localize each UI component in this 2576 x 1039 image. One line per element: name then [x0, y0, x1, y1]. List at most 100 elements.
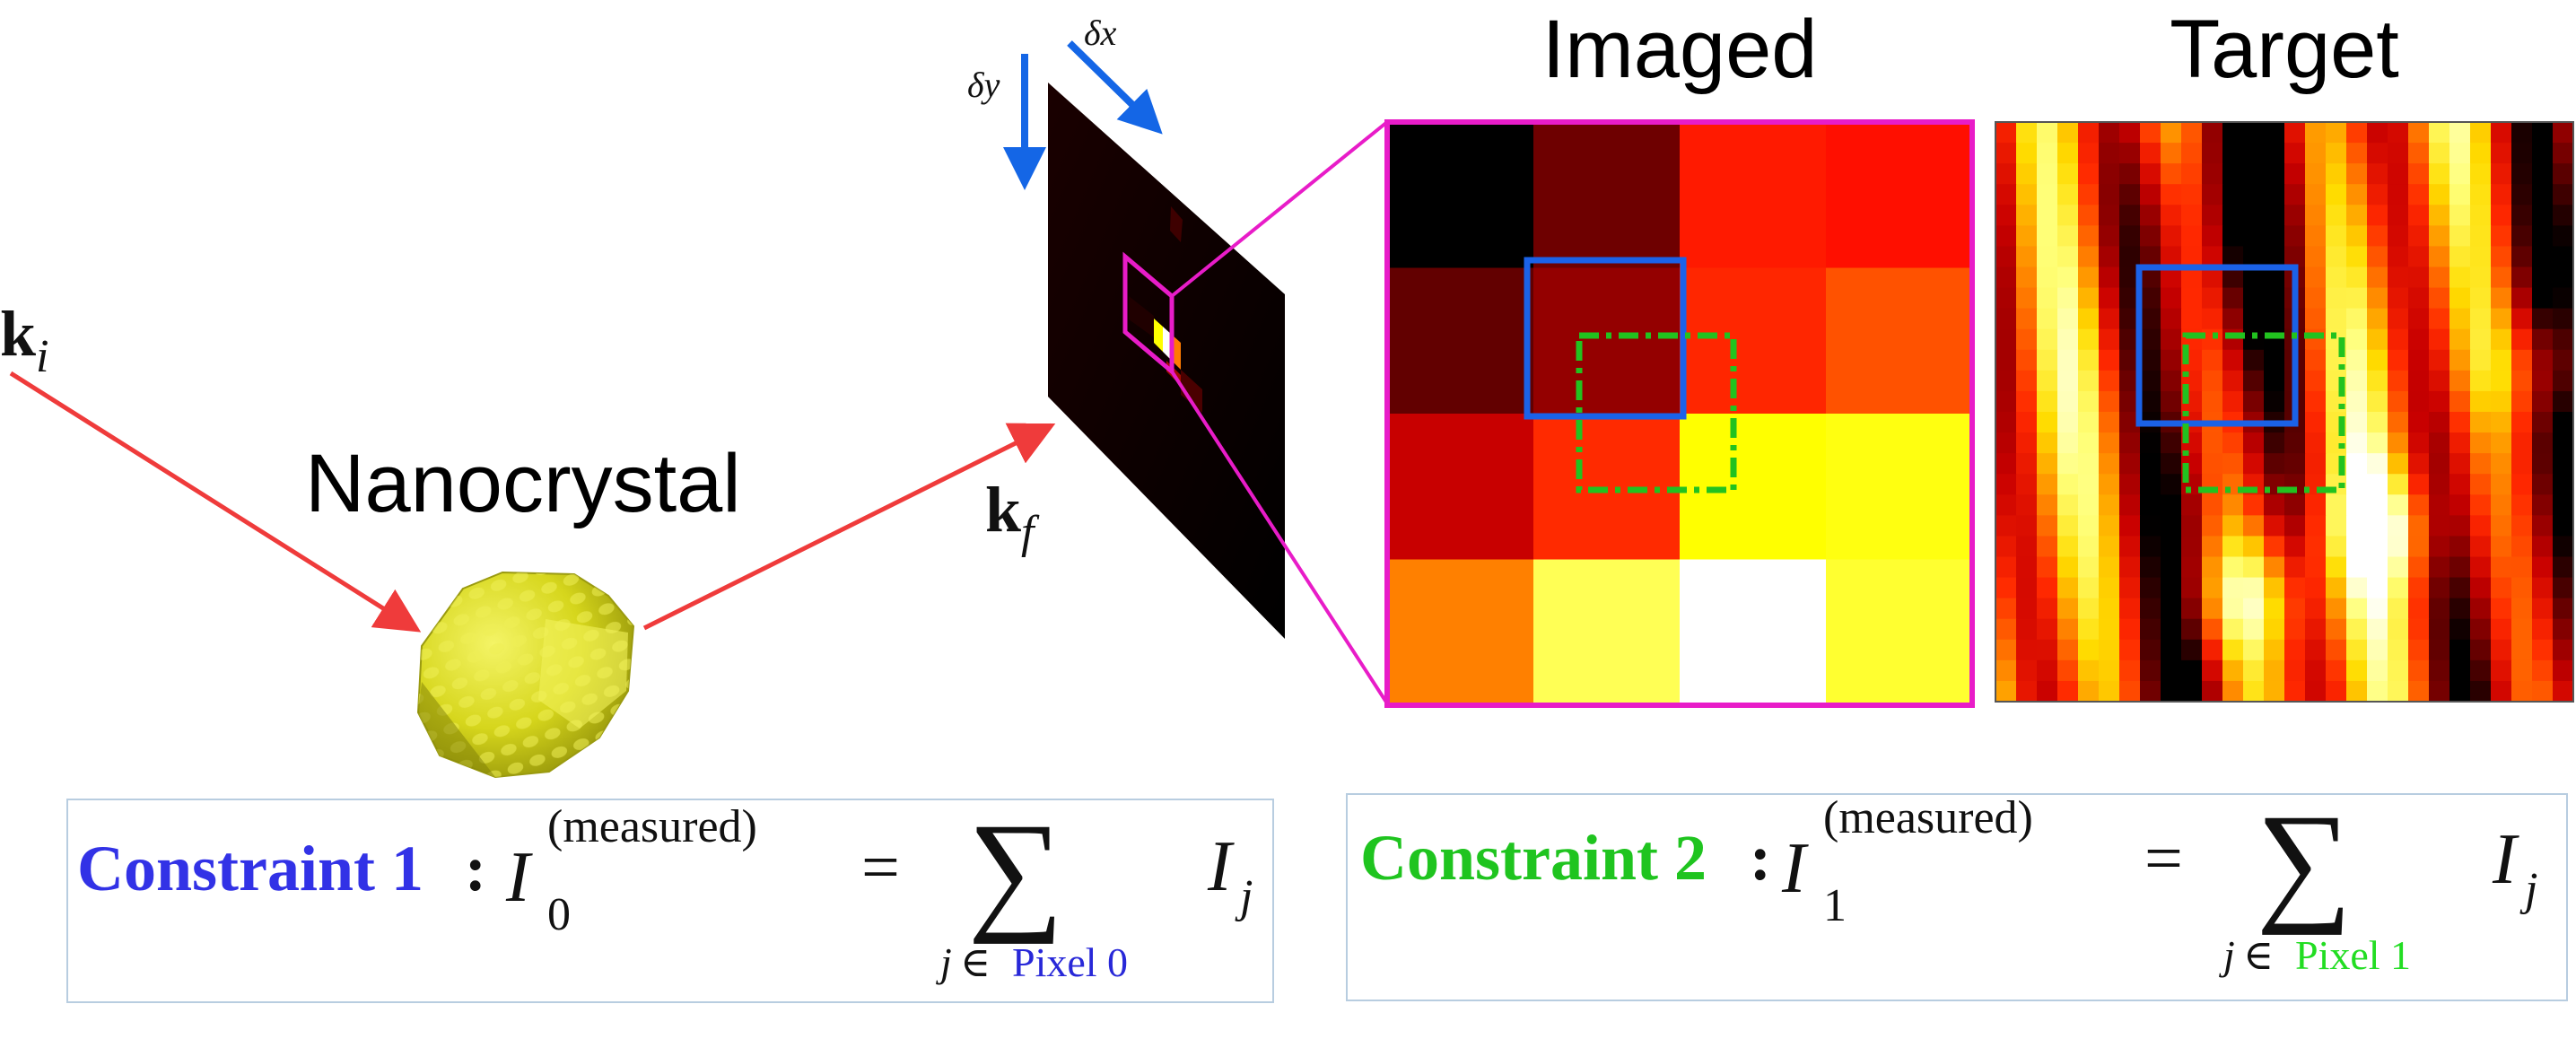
- target-cell: [2202, 494, 2223, 516]
- target-cell: [2140, 266, 2161, 289]
- target-cell: [2037, 184, 2058, 205]
- target-cell: [2408, 163, 2430, 185]
- target-cell: [2119, 556, 2141, 579]
- target-title: Target: [2170, 4, 2399, 95]
- target-cell: [2264, 143, 2285, 164]
- target-cell: [2367, 412, 2388, 433]
- target-cell: [2099, 122, 2120, 144]
- target-cell: [2243, 618, 2265, 641]
- imaged-cell: [1533, 122, 1681, 268]
- target-cell: [2367, 163, 2388, 185]
- target-cell: [2037, 639, 2058, 661]
- target-cell: [2243, 246, 2265, 267]
- target-cell: [2532, 390, 2554, 413]
- target-cell: [2326, 122, 2347, 144]
- target-cell: [2388, 349, 2409, 371]
- target-cell: [2491, 328, 2512, 351]
- target-cell: [2078, 287, 2100, 310]
- target-cell: [2408, 390, 2430, 413]
- target-cell: [2037, 659, 2058, 682]
- target-cell: [1995, 639, 2017, 661]
- incident-beam-arrow: [9, 371, 422, 633]
- target-cell: [2532, 308, 2554, 330]
- target-cell: [2161, 536, 2182, 557]
- zoom-line-bottom: [1170, 370, 1389, 705]
- target-cell: [2346, 163, 2368, 185]
- target-cell: [2388, 577, 2409, 599]
- target-cell: [2284, 639, 2306, 661]
- target-cell: [2202, 287, 2223, 310]
- target-cell: [2449, 287, 2471, 310]
- target-cell: [2057, 515, 2079, 537]
- svg-text:∑: ∑: [2257, 795, 2353, 936]
- target-cell: [1995, 225, 2017, 247]
- target-cell: [2532, 287, 2554, 310]
- target-cell: [2511, 536, 2533, 557]
- target-cell: [2532, 163, 2554, 185]
- target-cell: [2346, 515, 2368, 537]
- target-cell: [2119, 205, 2141, 226]
- target-cell: [2470, 515, 2492, 537]
- target-cell: [2264, 205, 2285, 226]
- target-cell: [2470, 390, 2492, 413]
- target-cell: [2284, 225, 2306, 247]
- target-cell: [2449, 618, 2471, 641]
- nanocrystal-label: Nanocrystal: [305, 438, 741, 529]
- target-cell: [2284, 205, 2306, 226]
- target-cell: [2202, 680, 2223, 703]
- target-cell: [2511, 453, 2533, 475]
- target-cell: [1995, 680, 2017, 703]
- constraint1-box: Constraint 1 : I 0 (measured) = ∑ j ∈ Pi…: [66, 799, 1274, 1003]
- target-cell: [2202, 370, 2223, 392]
- target-cell: [2140, 122, 2161, 144]
- target-cell: [2367, 205, 2388, 226]
- target-cell: [1995, 412, 2017, 433]
- target-cell: [2161, 308, 2182, 330]
- target-cell: [2057, 287, 2079, 310]
- target-cell: [2037, 225, 2058, 247]
- target-cell: [2408, 536, 2430, 557]
- target-cell: [2491, 390, 2512, 413]
- target-cell: [2202, 659, 2223, 682]
- target-cell: [2222, 370, 2244, 392]
- svg-text:j: j: [936, 939, 952, 985]
- target-cell: [2470, 680, 2492, 703]
- target-cell: [2243, 639, 2265, 661]
- target-cell: [2099, 370, 2120, 392]
- target-cell: [2078, 556, 2100, 579]
- target-cell: [2037, 246, 2058, 267]
- target-cell: [2264, 598, 2285, 620]
- target-cell: [2553, 453, 2574, 475]
- target-cell: [2222, 556, 2244, 579]
- target-cell: [2119, 659, 2141, 682]
- target-cell: [2222, 598, 2244, 620]
- target-cell: [2037, 680, 2058, 703]
- target-cell: [2264, 536, 2285, 557]
- target-cell: [2284, 184, 2306, 205]
- target-cell: [2367, 184, 2388, 205]
- target-cell: [2491, 266, 2512, 289]
- target-cell: [2532, 205, 2554, 226]
- target-cell: [2367, 515, 2388, 537]
- target-cell: [2222, 143, 2244, 164]
- target-cell: [2037, 122, 2058, 144]
- target-cell: [2449, 266, 2471, 289]
- target-cell: [2264, 680, 2285, 703]
- target-cell: [2016, 474, 2038, 495]
- target-cell: [2367, 598, 2388, 620]
- target-cell: [2057, 659, 2079, 682]
- target-cell: [2553, 287, 2574, 310]
- target-cell: [2367, 639, 2388, 661]
- target-cell: [2284, 680, 2306, 703]
- target-cell: [2099, 225, 2120, 247]
- target-cell: [2429, 639, 2450, 661]
- target-cell: [2532, 577, 2554, 599]
- target-cell: [2532, 598, 2554, 620]
- target-cell: [2016, 122, 2038, 144]
- target-cell: [2284, 453, 2306, 475]
- target-cell: [2161, 122, 2182, 144]
- target-cell: [2326, 143, 2347, 164]
- target-cell: [2161, 266, 2182, 289]
- target-cell: [2367, 390, 2388, 413]
- target-cell: [2429, 390, 2450, 413]
